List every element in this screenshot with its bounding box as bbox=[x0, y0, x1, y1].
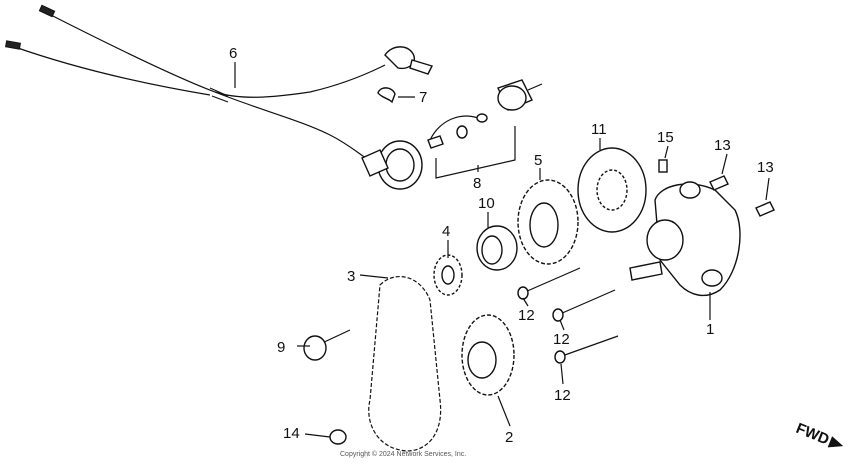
callout-12a: 12 bbox=[518, 307, 535, 324]
callout-14: 14 bbox=[283, 425, 300, 442]
callout-12b: 12 bbox=[553, 331, 570, 348]
callout-13b: 13 bbox=[757, 159, 774, 176]
callout-3: 3 bbox=[347, 268, 355, 285]
callout-9: 9 bbox=[277, 339, 285, 356]
copyright-text: Copyright © 2024 Network Services, Inc. bbox=[340, 450, 466, 458]
callout-15: 15 bbox=[657, 129, 674, 146]
callout-labels: 1 2 3 4 5 6 7 8 9 10 11 12 12 12 13 13 1… bbox=[229, 45, 774, 446]
pulser-coil bbox=[361, 140, 423, 190]
callout-2: 2 bbox=[505, 429, 513, 446]
fwd-arrow-icon bbox=[827, 436, 844, 448]
callout-1: 1 bbox=[706, 321, 714, 338]
callout-5: 5 bbox=[534, 152, 542, 169]
harness-clip bbox=[377, 87, 396, 104]
pump-bolts bbox=[517, 267, 619, 364]
oil-pump bbox=[629, 181, 741, 297]
callout-8: 8 bbox=[473, 175, 481, 192]
callout-10: 10 bbox=[478, 195, 495, 212]
wire-harness bbox=[5, 4, 433, 163]
oil-pressure-switch bbox=[427, 79, 543, 179]
forward-indicator: FWD bbox=[794, 420, 844, 449]
callout-13a: 13 bbox=[714, 137, 731, 154]
washer bbox=[329, 429, 347, 445]
callout-11: 11 bbox=[591, 121, 607, 138]
callout-4: 4 bbox=[442, 223, 450, 240]
driven-gear bbox=[517, 179, 579, 265]
dowel-pins bbox=[658, 159, 775, 217]
drive-sprocket bbox=[433, 254, 463, 296]
leader-lines bbox=[234, 62, 770, 438]
thrust-washer bbox=[577, 147, 647, 233]
drive-chain bbox=[368, 276, 442, 452]
fwd-label: FWD bbox=[794, 420, 832, 449]
sprocket-bolt bbox=[303, 329, 351, 361]
driven-sprocket bbox=[461, 314, 515, 396]
callout-12c: 12 bbox=[554, 387, 571, 404]
collar bbox=[476, 225, 518, 271]
callout-6: 6 bbox=[229, 45, 237, 62]
callout-7: 7 bbox=[419, 89, 427, 106]
